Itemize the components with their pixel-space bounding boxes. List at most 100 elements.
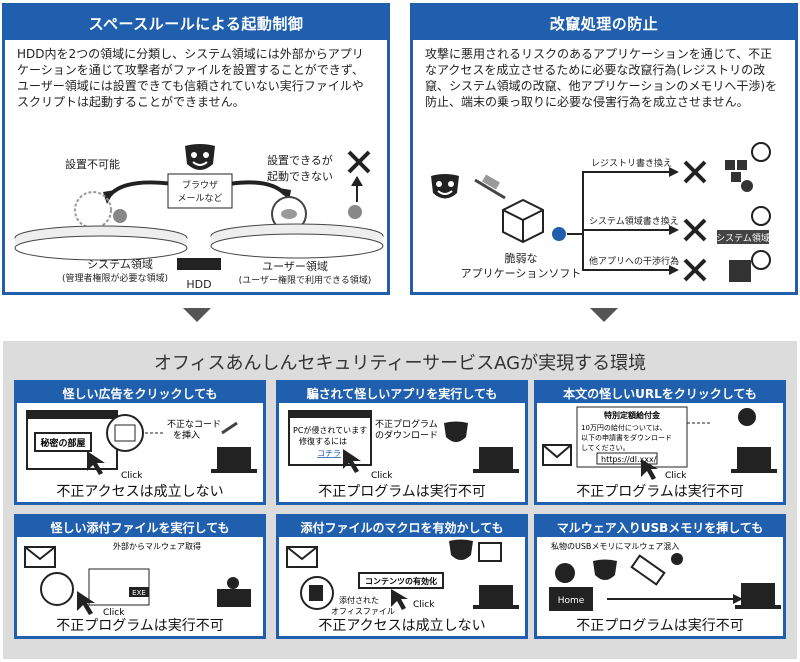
- scenario-card-usb: マルウェア入りUSBメモリを挿しても 私物のUSBメモリにマルウェア混入 Hom…: [534, 514, 786, 639]
- space-rule-diagram: ブラウザ メールなど 設置不可能 設置できるが 起動できない システム領域 (管…: [14, 144, 384, 290]
- laptop-icon: [479, 447, 513, 469]
- card-title: 怪しい添付ファイルを実行しても: [17, 517, 263, 537]
- memory-label: 他アプリへの干渉行為: [589, 255, 679, 267]
- note-line-2: のダウンロード: [375, 429, 438, 441]
- hdd-icon: [177, 258, 221, 270]
- tamper-diagram: 脆弱な アプリケーションソフト レジストリ書き換え システム領域書き換え 他アプ…: [431, 142, 771, 282]
- card-result: 不正プログラムは実行不可: [576, 484, 744, 500]
- card-result: 不正プログラムは実行不可: [576, 618, 744, 634]
- click-label: Click: [371, 471, 393, 481]
- system-area-label: システム領域: [87, 257, 153, 271]
- scenario-card-ad: 怪しい広告をクリックしても 秘密の部屋 不正なコード を挿入 Click 不正ア…: [14, 380, 266, 505]
- download-cloud-icon: [738, 408, 756, 426]
- mask-icon: [593, 559, 617, 580]
- cross-icon: [683, 160, 707, 282]
- syringe-icon: [474, 178, 506, 200]
- card-result: 不正アクセスは成立しない: [318, 618, 486, 634]
- card-title: マルウェア入りUSBメモリを挿しても: [537, 517, 783, 537]
- mail-label: メールなど: [177, 193, 222, 204]
- laptop-icon: [737, 447, 771, 469]
- bug-icon: [227, 577, 239, 589]
- attacker-mask-icon: [185, 144, 215, 170]
- system-area-note: (管理者権限が必要な領域): [62, 272, 168, 284]
- click-label: Click: [413, 600, 435, 610]
- cursor-icon: [343, 449, 361, 473]
- laptop-icon: [741, 583, 775, 605]
- file-label-2: オフィスファイル: [331, 607, 395, 616]
- mask-icon: [449, 539, 473, 560]
- ad-label: 秘密の部屋: [40, 437, 85, 449]
- vulnerable-label-2: アプリケーションソフト: [461, 267, 582, 280]
- laptop-icon: [217, 447, 251, 469]
- card-title: 本文の怪しいURLをクリックしても: [537, 383, 783, 403]
- usb-stick-icon: [630, 554, 666, 586]
- system-box-label: システム領域: [716, 232, 770, 244]
- macro-enable-button: [358, 572, 444, 589]
- scenario-card-attachment: 怪しい添付ファイルを実行しても 外部からマルウェア取得 EXE Click 不正…: [14, 514, 266, 639]
- card-illustration: PCが侵されています 修復するには コチラ 不正プログラム のダウンロード Cl…: [288, 410, 519, 481]
- browser-label: ブラウザ: [182, 179, 218, 191]
- registry-label: レジストリ書き換え: [591, 157, 672, 169]
- file-label-1: 添付された: [339, 595, 379, 605]
- scenario-card-macro: 添付ファイルのマクロを有効かしても コンテンツの有効化 添付された オフィスファ…: [276, 514, 528, 639]
- blocked-file-icon: [74, 191, 112, 229]
- exe-label: EXE: [132, 589, 146, 597]
- bug-icon: [671, 553, 683, 565]
- laptop-icon: [217, 589, 251, 607]
- mail-line-3: してください。: [581, 444, 630, 452]
- browser-box: [167, 173, 233, 209]
- powershell-icon: [478, 542, 502, 562]
- tamper-prevention-panel: 改竄処理の防止 攻撃に悪用されるリスクのあるアプリケーションを通じて、不正なアク…: [410, 3, 798, 295]
- card-illustration: コンテンツの有効化 添付された オフィスファイル Click: [286, 539, 519, 616]
- mail-line-2: 以下の申請書をダウンロード: [581, 433, 672, 442]
- environment-section: オフィスあんしんセキュリティーサービスAGが実現する環境 怪しい広告をクリックし…: [3, 341, 797, 659]
- cross-icon: [347, 150, 371, 174]
- attachment-file-icon: [40, 572, 74, 606]
- mail-line-1: 10万円の給付については、: [581, 423, 667, 432]
- environment-title: オフィスあんしんセキュリティーサービスAGが実現する環境: [153, 353, 647, 374]
- can-place-label-2: 起動できない: [267, 169, 333, 183]
- click-label: Click: [665, 471, 687, 481]
- tamper-prevention-title: 改竄処理の防止: [413, 6, 795, 40]
- scenario-card-fake-app: 騙されて怪しいアプリを実行しても PCが侵されています 修復するには コチラ 不…: [276, 380, 528, 505]
- space-rule-panel: スペースルールによる起動制御 HDD内を2つの領域に分類し、システム領域には外部…: [2, 3, 390, 295]
- card-title: 怪しい広告をクリックしても: [17, 383, 263, 403]
- user-area-label: ユーザー領域: [262, 259, 328, 273]
- down-arrow-right: [590, 308, 618, 322]
- click-label: Click: [121, 471, 143, 481]
- card-illustration: 特別定額給付金 10万円の給付については、 以下の申請書をダウンロード してくだ…: [542, 406, 777, 481]
- card-result: 不正プログラムは実行不可: [56, 618, 224, 634]
- cpu-chip-icon: [729, 260, 751, 282]
- card-illustration: 外部からマルウェア取得 EXE Click: [24, 541, 251, 618]
- popup-line-1: PCが侵されています: [293, 425, 367, 435]
- ad-banner: [34, 432, 92, 452]
- vulnerable-label-1: 脆弱な: [505, 251, 538, 265]
- mail-title: 特別定額給付金: [604, 410, 661, 420]
- cursor-icon: [641, 459, 658, 480]
- note-line-1: 不正なコード: [167, 419, 221, 430]
- registry-cubes-icon: [725, 160, 753, 192]
- scenario-card-url: 本文の怪しいURLをクリックしても 特別定額給付金 10万円の給付については、 …: [534, 380, 786, 505]
- home-laptop-icon: [549, 587, 593, 611]
- popup-window-icon: [288, 410, 372, 466]
- arrow-to-system-icon: [108, 180, 174, 197]
- tamper-prevention-description: 攻撃に悪用されるリスクのあるアプリケーションを通じて、不正なアクセスを成立させる…: [425, 47, 778, 109]
- cursor-icon: [77, 591, 95, 615]
- macro-label: コンテンツの有効化: [365, 576, 437, 586]
- user-area-note: (ユーザー権限で利用できる領域): [239, 274, 372, 286]
- down-arrow-left: [183, 308, 211, 322]
- system-rewrite-label: システム領域書き換え: [589, 215, 679, 227]
- vulnerable-app-icon: [502, 198, 544, 244]
- card-title: 添付ファイルのマクロを有効かしても: [279, 517, 525, 537]
- space-rule-title: スペースルールによる起動制御: [5, 6, 387, 40]
- space-rule-description: HDD内を2つの領域に分類し、システム領域には外部からアプリケーションを通じて攻…: [17, 47, 364, 109]
- edit-badge-icon: [751, 142, 771, 270]
- card-result: 不正プログラムは実行不可: [318, 484, 486, 500]
- can-place-label-1: 設置できるが: [267, 153, 333, 167]
- note: 私物のUSBメモリにマルウェア混入: [551, 541, 679, 551]
- person-icon: [555, 563, 575, 583]
- attacker-mask-icon: [431, 174, 459, 199]
- laptop-icon: [479, 585, 513, 605]
- system-box-icon: [717, 230, 769, 244]
- note: 外部からマルウェア取得: [113, 541, 201, 551]
